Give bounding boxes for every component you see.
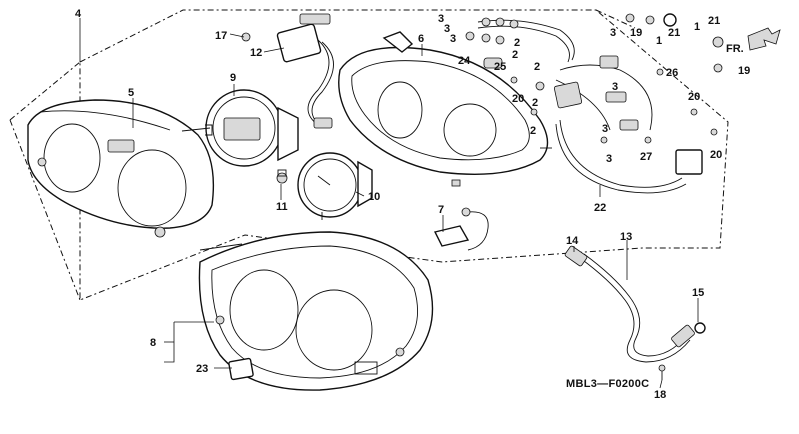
bulb-part-11 — [276, 169, 288, 184]
callout-15: 17 — [215, 30, 227, 42]
callout-19b: 19 — [738, 65, 750, 77]
callout-3g: 3 — [606, 153, 612, 165]
callout-3c: 3 — [450, 33, 456, 45]
main-harness-part-22 — [465, 17, 703, 194]
callout-21a: 21 — [668, 27, 680, 39]
tachometer-part-9 — [181, 89, 299, 167]
callout-labels: 4 5 17 12 9 11 10 6 7 3 3 3 24 25 2 2 2 … — [75, 8, 750, 401]
callout-13: 13 — [620, 231, 632, 243]
callout-11: 11 — [276, 201, 288, 213]
callout-26: 26 — [666, 67, 678, 79]
callout-14: 14 — [566, 235, 579, 247]
front-direction-label: FR. — [726, 43, 744, 55]
callout-10: 10 — [368, 191, 380, 203]
callout-3a: 3 — [438, 13, 444, 25]
callout-23: 24 — [458, 55, 471, 67]
callout-8: 8 — [150, 337, 156, 349]
front-direction-arrow: FR. — [726, 27, 781, 55]
callout-2c: 2 — [534, 61, 540, 73]
callout-2e: 2 — [530, 125, 536, 137]
callout-19a: 19 — [630, 27, 642, 39]
speedometer-cable-part-13 — [564, 245, 706, 380]
callout-7: 7 — [438, 204, 444, 216]
sub-harness-part-12 — [241, 13, 334, 129]
diagram-code: MBL3—F0200C — [566, 378, 649, 390]
callout-22: 22 — [594, 202, 606, 214]
callout-2d: 2 — [532, 97, 538, 109]
callout-27: 27 — [640, 151, 652, 163]
callout-2a: 2 — [514, 37, 520, 49]
callout-17: 15 — [692, 287, 704, 299]
callout-4: 4 — [75, 8, 82, 20]
callout-3b: 3 — [444, 23, 450, 35]
meter-housing-part-6 — [338, 31, 552, 187]
front-cover-part-8 — [198, 231, 434, 391]
callout-1b: 1 — [694, 21, 700, 33]
speedometer-part-10 — [297, 152, 373, 220]
callout-25: 23 — [196, 363, 208, 375]
callout-12: 12 — [250, 47, 262, 59]
callout-20a: 20 — [512, 93, 524, 105]
callout-3e: 3 — [612, 81, 618, 93]
callout-3d: 3 — [610, 27, 616, 39]
meter-case-part-5 — [27, 99, 215, 238]
lead-lines — [79, 18, 699, 389]
callout-20b: 20 — [688, 91, 700, 103]
nut-washer-hardware — [600, 13, 724, 144]
callout-3f: 3 — [602, 123, 608, 135]
callout-21b: 21 — [708, 15, 720, 27]
callout-1a: 1 — [656, 35, 662, 47]
callout-5: 5 — [128, 87, 134, 99]
callout-18: 18 — [654, 389, 666, 401]
callout-24: 25 — [494, 61, 506, 73]
callout-9: 9 — [230, 72, 236, 84]
callout-2b: 2 — [512, 49, 518, 61]
callout-6: 6 — [418, 33, 424, 45]
callout-20c: 20 — [710, 149, 722, 161]
cap-part-25 — [228, 357, 254, 381]
group-outline-cluster — [9, 9, 729, 301]
